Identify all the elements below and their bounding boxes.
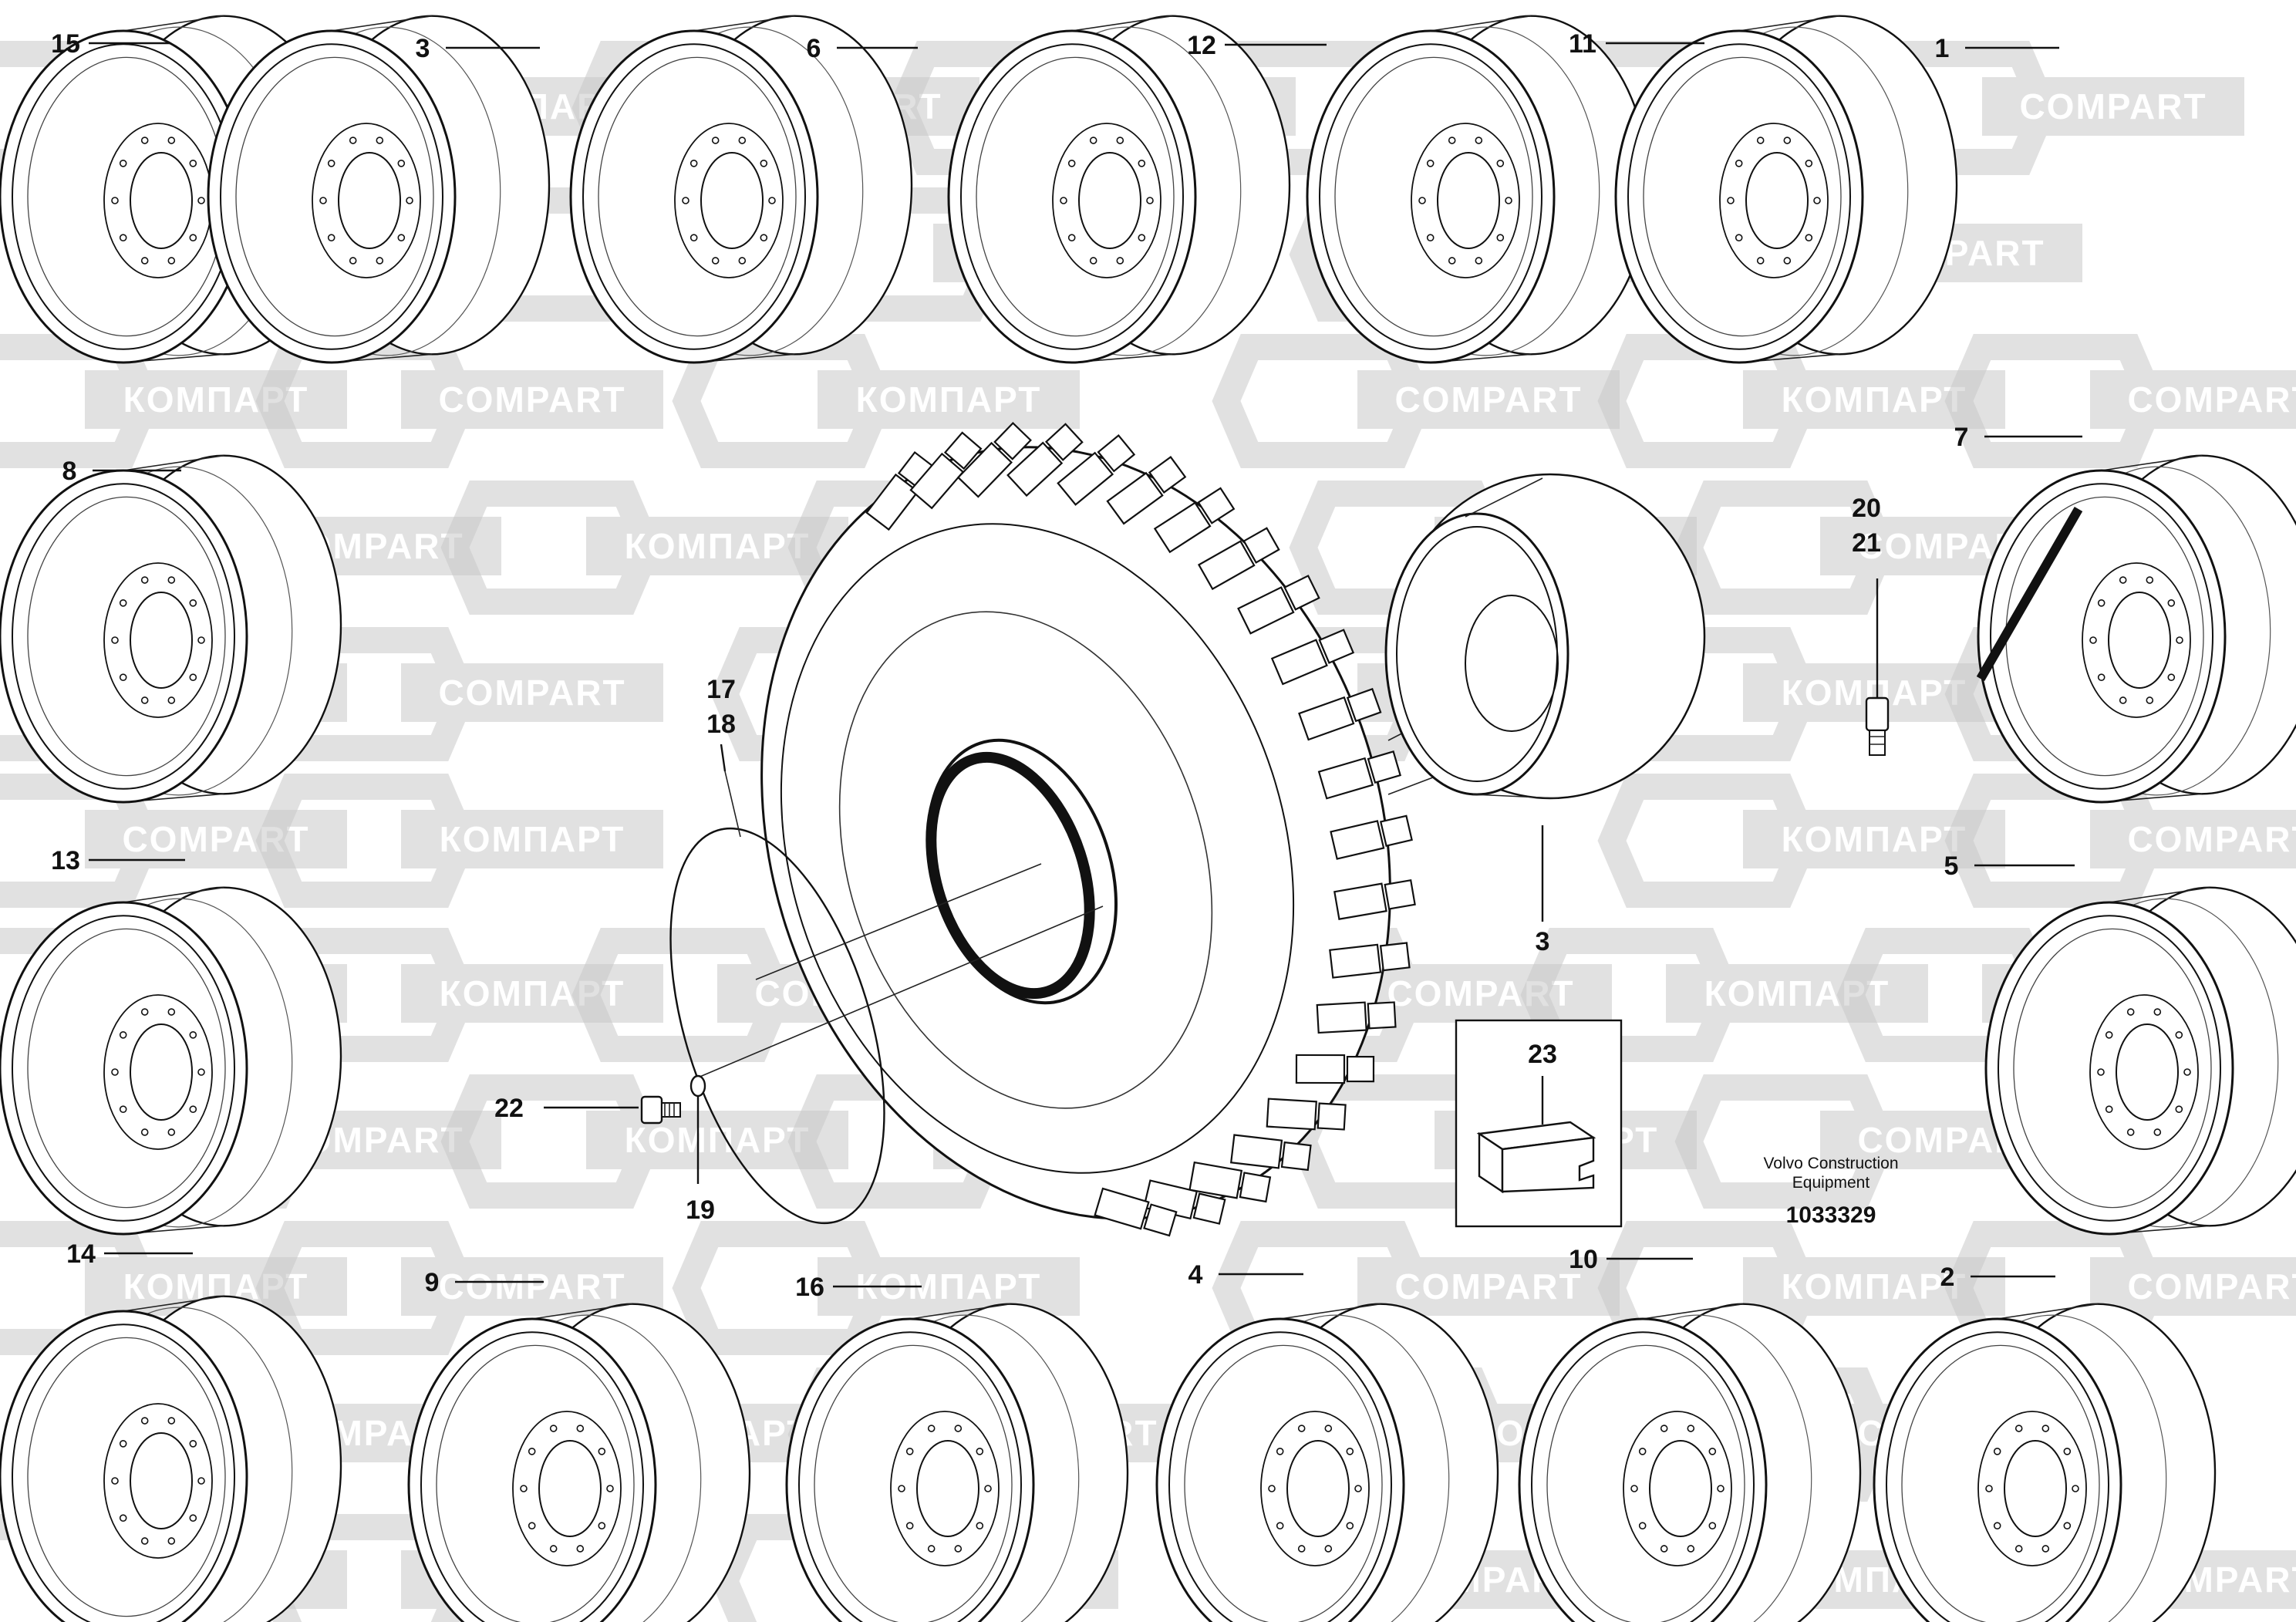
callout-number: 4 bbox=[1188, 1260, 1203, 1290]
wheel-rim-icon bbox=[0, 454, 342, 804]
tire-icon bbox=[760, 421, 1416, 1237]
wheel-rim-icon bbox=[947, 15, 1291, 364]
callout-label: 7 bbox=[1954, 423, 2082, 452]
callout-number: 7 bbox=[1954, 423, 1969, 452]
callout-number: 19 bbox=[686, 1195, 715, 1225]
callout-number: 14 bbox=[66, 1239, 96, 1269]
callout-label: 3 bbox=[416, 34, 540, 63]
callout-number: 2 bbox=[1940, 1263, 1955, 1292]
wheel-rim-icon bbox=[1873, 1303, 2217, 1622]
callout-label: 9 bbox=[425, 1268, 544, 1297]
watermark-text: COMPART bbox=[2127, 379, 2296, 420]
valve-icon bbox=[1865, 507, 2083, 756]
callout-number: 9 bbox=[425, 1268, 440, 1297]
callout-number: 13 bbox=[51, 846, 80, 875]
callout-label: 11 bbox=[1569, 29, 1704, 59]
wheel-rim-icon bbox=[1977, 454, 2296, 804]
watermark-text: COMPART bbox=[2127, 1266, 2296, 1307]
callout-label: 12 bbox=[1187, 31, 1327, 60]
callout-label: 13 bbox=[51, 846, 185, 875]
watermark-tile: COMPART bbox=[1836, 41, 2244, 175]
caption-block: Volvo Construction Equipment 1033329 bbox=[1763, 1155, 1898, 1228]
watermark-text: COMPART bbox=[438, 673, 625, 713]
watermark-text: COMPART bbox=[1394, 379, 1582, 420]
callout-label: 2 bbox=[1940, 1263, 2055, 1292]
callout-number: 23 bbox=[1528, 1040, 1557, 1069]
rim-wheel-icon bbox=[1384, 473, 1706, 800]
callout-label: 1 bbox=[1935, 34, 2059, 63]
watermark-text: COMPART bbox=[438, 379, 625, 420]
watermark-tile: COMPART bbox=[1944, 774, 2296, 908]
callout-number: 5 bbox=[1944, 851, 1959, 881]
wheel-rim-icon bbox=[1306, 15, 1650, 364]
weight-box bbox=[1455, 1019, 1623, 1228]
callout-label: 5 bbox=[1944, 851, 2075, 881]
wheel-rim-icon bbox=[1518, 1303, 1862, 1622]
watermark-text: COMPART bbox=[2019, 86, 2207, 126]
watermark-text: COMPART bbox=[1394, 1266, 1582, 1307]
watermark-text: КОМПАРТ bbox=[440, 819, 625, 859]
callout-number: 18 bbox=[706, 710, 736, 739]
callout-label: 14 bbox=[66, 1239, 193, 1269]
wheel-rim-icon bbox=[0, 1295, 342, 1622]
callout-label: 15 bbox=[51, 29, 170, 59]
callout-number: 20 bbox=[1852, 494, 1881, 523]
callout-number: 15 bbox=[51, 29, 80, 59]
caption-line-1: Volvo Construction bbox=[1763, 1155, 1898, 1172]
watermark-text: КОМПАРТ bbox=[1782, 379, 1967, 420]
watermark-tile: COMPART bbox=[255, 1221, 663, 1355]
watermark-tile: COMPART bbox=[1944, 334, 2296, 468]
tire-assembly bbox=[544, 421, 2083, 1237]
watermark-text: КОМПАРТ bbox=[625, 526, 811, 566]
watermark-text: COMPART bbox=[2127, 819, 2296, 859]
callout-label: 8 bbox=[62, 457, 181, 486]
callout-number: 12 bbox=[1187, 31, 1216, 60]
wheel-rim-icon bbox=[0, 886, 342, 1236]
wheel-rim-icon bbox=[1984, 886, 2296, 1236]
callout-label: 16 bbox=[795, 1273, 922, 1302]
callout-number: 21 bbox=[1852, 528, 1881, 558]
callout-label: 6 bbox=[807, 34, 918, 63]
wheel-grid bbox=[0, 15, 2296, 1622]
watermark-tile: КОМПАРТ bbox=[672, 334, 1080, 468]
callout-number: 8 bbox=[62, 457, 77, 486]
callout-label: 10 bbox=[1569, 1245, 1693, 1274]
wheel-rim-icon bbox=[407, 1303, 751, 1622]
watermark-text: COMPART bbox=[438, 1266, 625, 1307]
watermark-tile: КОМПАРТ bbox=[255, 774, 663, 908]
washer-icon bbox=[689, 1074, 706, 1098]
watermark-text: КОМПАРТ bbox=[856, 379, 1042, 420]
callout-number: 3 bbox=[416, 34, 430, 63]
callout-number: 11 bbox=[1569, 29, 1596, 59]
wheel-rim-icon bbox=[1155, 1303, 1499, 1622]
o-ring bbox=[669, 827, 885, 1225]
watermark-tile: КОМПАРТ bbox=[440, 481, 848, 615]
watermark-text: КОМПАРТ bbox=[1782, 1266, 1967, 1307]
balance-weight-icon bbox=[1476, 1121, 1596, 1194]
callout-number: 1 bbox=[1935, 34, 1950, 63]
callout-label: 4 bbox=[1188, 1260, 1303, 1290]
watermark-text: КОМПАРТ bbox=[1782, 819, 1967, 859]
callout-number: 3 bbox=[1536, 927, 1550, 956]
tread-pattern bbox=[865, 421, 1416, 1237]
wheel-rim-icon bbox=[207, 15, 551, 364]
screw-icon bbox=[640, 1095, 681, 1125]
callout-number: 6 bbox=[807, 34, 821, 63]
caption-line-2: Equipment bbox=[1792, 1174, 1870, 1192]
callout-number: 22 bbox=[494, 1094, 524, 1123]
callout-number: 17 bbox=[706, 675, 736, 704]
wheel-rim-icon bbox=[785, 1303, 1129, 1622]
callout-number: 10 bbox=[1569, 1245, 1598, 1274]
callout-number: 16 bbox=[795, 1273, 824, 1302]
document-number: 1033329 bbox=[1786, 1202, 1876, 1228]
wheel-rim-icon bbox=[1614, 15, 1958, 364]
watermark-text: КОМПАРТ bbox=[625, 1120, 811, 1160]
wheel-rim-icon bbox=[569, 15, 913, 364]
